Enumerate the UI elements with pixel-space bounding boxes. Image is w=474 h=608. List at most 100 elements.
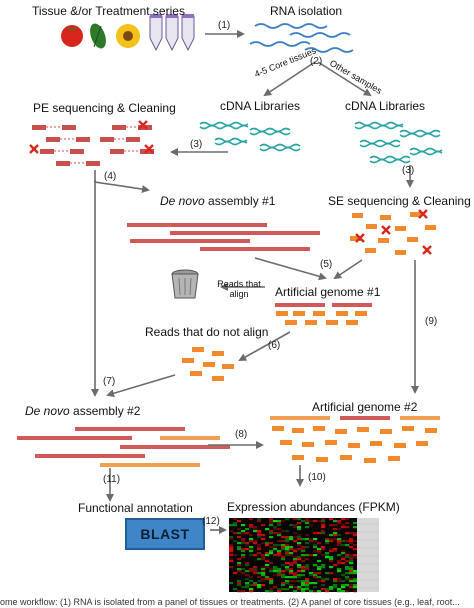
- heatmap-cell: [265, 578, 270, 581]
- heatmap-cell: [341, 558, 346, 561]
- heatmap-cell: [285, 580, 290, 583]
- heatmap-cell: [273, 586, 278, 589]
- heatmap-cell: [301, 520, 306, 523]
- heatmap-cell: [265, 554, 270, 557]
- pe-reads: [29, 120, 154, 166]
- heatmap-cell: [313, 550, 318, 553]
- heatmap-cell: [353, 554, 358, 557]
- heatmap-cell: [309, 540, 314, 543]
- heatmap-cell: [297, 558, 302, 561]
- heatmap-cell: [257, 518, 262, 521]
- trash-can-icon: [171, 269, 199, 299]
- heatmap-cell: [285, 562, 290, 565]
- heatmap-cell: [285, 546, 290, 549]
- heatmap-cell: [353, 590, 358, 593]
- heatmap-cell: [269, 524, 274, 527]
- heatmap-cell: [325, 556, 330, 559]
- heatmap-cell: [297, 544, 302, 547]
- functional-annotation-label: Functional annotation: [78, 501, 193, 515]
- heatmap-cell: [265, 590, 270, 593]
- heatmap-cell: [297, 536, 302, 539]
- heatmap-cell: [301, 584, 306, 587]
- heatmap-cell: [353, 572, 358, 575]
- heatmap-cell: [329, 588, 334, 591]
- heatmap-cell: [245, 574, 250, 577]
- heatmap-cell: [289, 568, 294, 571]
- heatmap-cell: [333, 520, 338, 523]
- heatmap-cell: [341, 550, 346, 553]
- heatmap-cell: [261, 574, 266, 577]
- heatmap-cell: [245, 542, 250, 545]
- expression-abundances-label: Expression abundances (FPKM): [227, 500, 400, 514]
- heatmap-cell: [349, 570, 354, 573]
- heatmap-cell: [293, 524, 298, 527]
- heatmap-cell: [229, 560, 234, 563]
- heatmap-cell: [285, 568, 290, 571]
- heatmap-cell: [309, 524, 314, 527]
- heatmap-cell: [269, 530, 274, 533]
- heatmap-cell: [301, 590, 306, 593]
- heatmap-cell: [257, 558, 262, 561]
- heatmap-cell: [241, 586, 246, 589]
- heatmap-cell: [277, 568, 282, 571]
- heatmap-cell: [229, 550, 234, 553]
- heatmap-cell: [325, 542, 330, 545]
- heatmap-cell: [257, 586, 262, 589]
- heatmap-cell: [301, 570, 306, 573]
- leaf-icon: [90, 23, 106, 49]
- heatmap-cell: [313, 574, 318, 577]
- heatmap-cell: [289, 572, 294, 575]
- heatmap-cell: [321, 532, 326, 535]
- heatmap-cell: [313, 576, 318, 579]
- heatmap-cell: [305, 522, 310, 525]
- heatmap-cell: [229, 554, 234, 557]
- heatmap-cell: [333, 534, 338, 537]
- heatmap-cell: [349, 578, 354, 581]
- heatmap-cell: [281, 546, 286, 549]
- heatmap-cell: [313, 590, 318, 593]
- heatmap-cell: [245, 548, 250, 551]
- heatmap-cell: [297, 518, 302, 521]
- heatmap-cell: [333, 524, 338, 527]
- heatmap-cell: [269, 520, 274, 523]
- heatmap-cell: [349, 542, 354, 545]
- heatmap-cell: [349, 538, 354, 541]
- heatmap-cell: [229, 552, 234, 555]
- heatmap-cell: [241, 532, 246, 535]
- heatmap-cell: [345, 540, 350, 543]
- heatmap-cell: [237, 564, 242, 567]
- heatmap-cell: [249, 554, 254, 557]
- heatmap-cell: [297, 588, 302, 591]
- heatmap-cell: [245, 562, 250, 565]
- heatmap-cell: [317, 550, 322, 553]
- heatmap-cell: [301, 560, 306, 563]
- tomato-icon: [61, 25, 83, 47]
- heatmap-cell: [277, 528, 282, 531]
- heatmap-cell: [333, 580, 338, 583]
- heatmap-cell: [257, 580, 262, 583]
- heatmap-cell: [249, 518, 254, 521]
- heatmap-cell: [265, 544, 270, 547]
- heatmap-cell: [249, 546, 254, 549]
- step-3-left: (3): [190, 139, 203, 150]
- heatmap-cell: [293, 550, 298, 553]
- heatmap-cell: [269, 542, 274, 545]
- heatmap-cell: [345, 522, 350, 525]
- heatmap-cell: [345, 518, 350, 521]
- heatmap-cell: [273, 546, 278, 549]
- pe-sequencing-label: PE sequencing & Cleaning: [33, 101, 176, 115]
- heatmap-cell: [313, 540, 318, 543]
- heatmap-cell: [309, 590, 314, 593]
- heatmap-cell: [337, 538, 342, 541]
- heatmap-cell: [349, 560, 354, 563]
- heatmap-cell: [349, 586, 354, 589]
- heatmap-cell: [269, 550, 274, 553]
- heatmap-cell: [345, 568, 350, 571]
- step-3-right: (3): [402, 165, 415, 176]
- heatmap-cell: [349, 562, 354, 565]
- heatmap-cell: [353, 540, 358, 543]
- heatmap-cell: [241, 550, 246, 553]
- heatmap-cell: [273, 526, 278, 529]
- heatmap-cell: [265, 566, 270, 569]
- heatmap-cell: [253, 526, 258, 529]
